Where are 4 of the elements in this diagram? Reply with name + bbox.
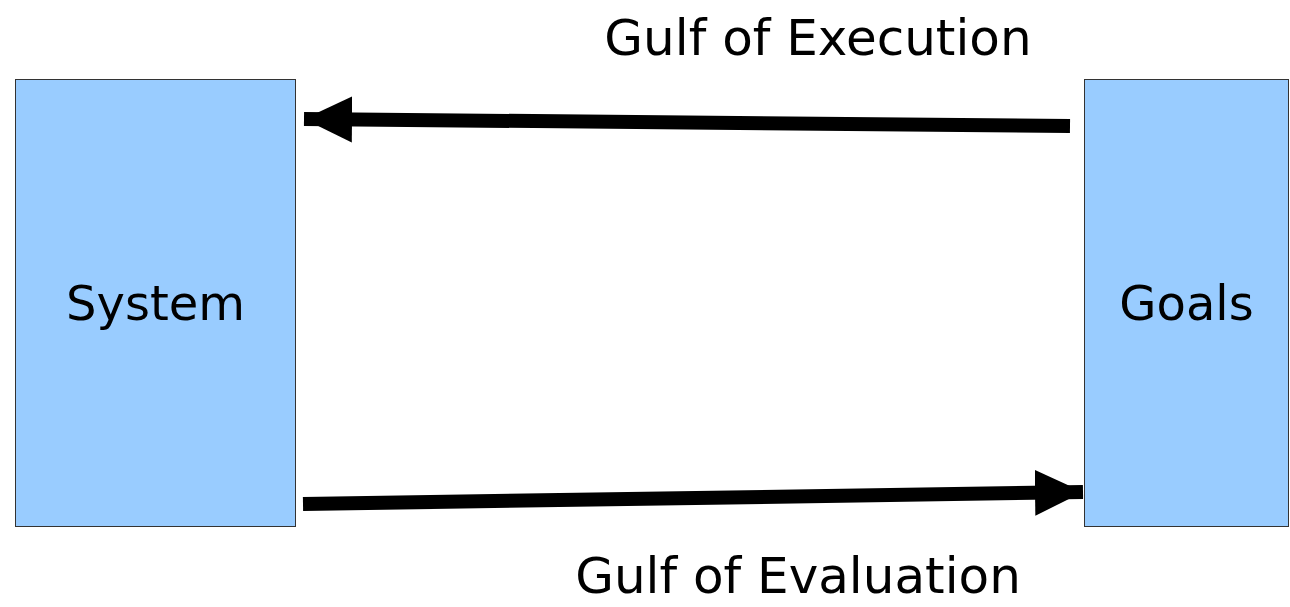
process-box: Goals <box>1084 79 1289 527</box>
process-box: System <box>15 79 296 527</box>
arrow <box>302 469 1084 516</box>
arrow <box>303 96 1071 143</box>
